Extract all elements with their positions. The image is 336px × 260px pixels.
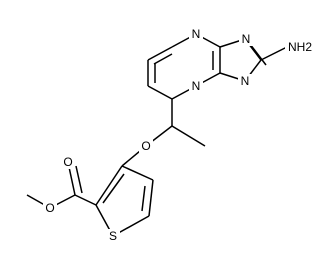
bond (141, 185, 146, 212)
atom-label-n4: N (192, 79, 201, 93)
bond (171, 125, 206, 147)
bond (260, 45, 290, 61)
pyrimidine-ring (147, 33, 221, 100)
ethoxy-linker (121, 99, 206, 167)
atom-label-o-ether: O (141, 139, 150, 153)
atom-label-o-carbonyl: O (63, 155, 72, 169)
bond (68, 166, 76, 196)
thiophene-ring (95, 165, 154, 237)
bond (249, 43, 267, 66)
bond (95, 165, 123, 206)
atom-label-s: S (109, 229, 117, 243)
atom-label-amine: NH2 (288, 40, 312, 54)
atom-label-o-ester: O (45, 201, 54, 215)
methyl-ester (26, 165, 97, 209)
bond (147, 85, 173, 100)
bond (75, 165, 83, 194)
atom-label-n1: N (192, 27, 201, 41)
bond (121, 165, 154, 181)
bond (153, 53, 173, 65)
bond (74, 194, 97, 206)
atom-label-n3: N (241, 74, 250, 88)
bond (148, 179, 154, 217)
atom-labels: N N NH2 N N O O O S (43, 27, 319, 243)
bond (147, 46, 173, 61)
bond (102, 173, 125, 204)
atom-label-n2: N (242, 32, 251, 46)
